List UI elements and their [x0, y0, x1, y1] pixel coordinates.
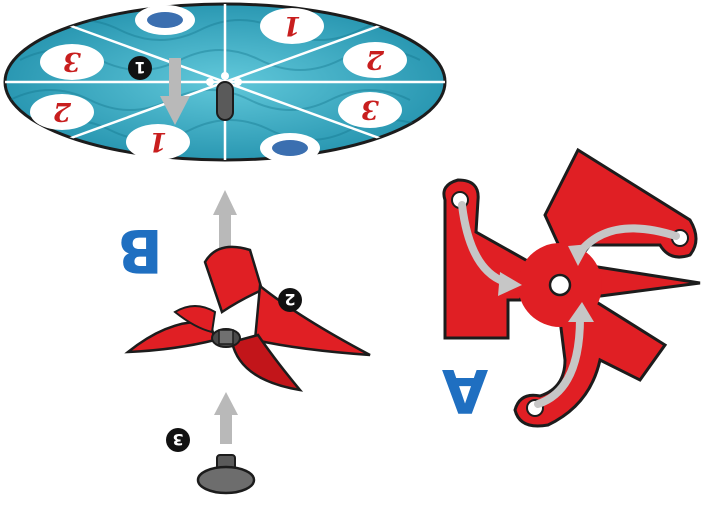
fish-tile-bottom — [260, 133, 320, 163]
wheel-number-2-right: 2 — [343, 42, 407, 78]
wheel-number-3-right: 3 — [338, 92, 402, 128]
center-hole-icon — [550, 275, 570, 295]
svg-text:1: 1 — [134, 58, 145, 77]
number-wheel-icon: 1 2 3 2 3 1 — [2, 2, 448, 163]
wheel-axle-icon — [217, 82, 233, 120]
pinwheel-spinner-icon — [128, 247, 370, 390]
svg-text:3: 3 — [63, 46, 81, 76]
label-b: B — [117, 215, 163, 285]
peg-icon — [198, 455, 254, 493]
svg-text:1: 1 — [283, 10, 301, 40]
svg-text:2: 2 — [366, 44, 385, 74]
label-a: A — [441, 355, 488, 425]
step-badge-3: 3 — [166, 428, 190, 452]
step-badge-1: 1 — [128, 56, 152, 80]
upward-arrow-icon-small — [214, 392, 238, 444]
svg-text:1: 1 — [149, 126, 167, 156]
svg-text:2: 2 — [284, 290, 295, 309]
wheel-number-3-left: 3 — [40, 44, 104, 80]
wheel-number-2-left: 2 — [30, 94, 94, 130]
svg-text:3: 3 — [361, 94, 379, 124]
step-badge-2: 2 — [278, 288, 302, 312]
fish-tile-top — [135, 5, 195, 35]
wheel-number-1-bottom: 1 — [126, 124, 190, 160]
wheel-number-1-top: 1 — [260, 8, 324, 44]
svg-text:2: 2 — [53, 96, 72, 126]
svg-text:3: 3 — [172, 430, 183, 449]
